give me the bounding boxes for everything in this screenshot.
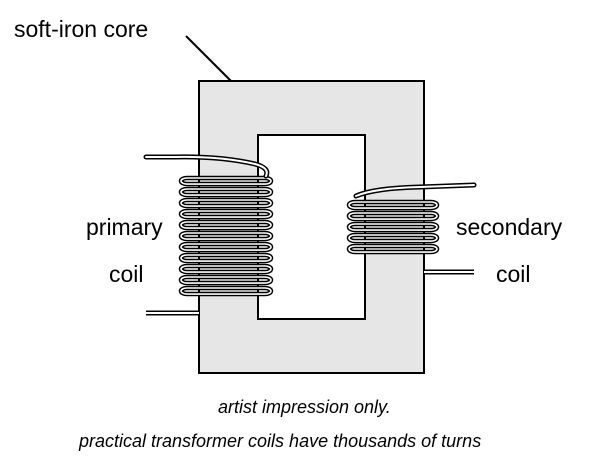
primary-coil-turn-highlight (180, 287, 272, 295)
secondary-coil-turn-highlight (348, 234, 438, 242)
secondary-coil-turn-highlight (348, 201, 438, 209)
primary-coil-turn-highlight (180, 265, 272, 273)
primary-coil (178, 175, 274, 297)
primary-coil-turn-highlight (180, 221, 272, 229)
primary-coil-turn-highlight (180, 177, 272, 185)
secondary-coil-turn-highlight (348, 223, 438, 231)
primary-coil-turn-highlight (180, 276, 272, 284)
note-artist-impression: artist impression only. (218, 397, 391, 417)
primary-coil-turn-highlight (180, 243, 272, 251)
secondary-leads (353, 182, 477, 275)
note-practical-coils: practical transformer coils have thousan… (79, 431, 482, 451)
primary-coil-turn-highlight (180, 188, 272, 196)
primary-coil-turn-highlight (180, 210, 272, 218)
secondary-coil-turn-highlight (348, 212, 438, 220)
primary-leads (143, 154, 270, 316)
secondary-label: secondary (456, 214, 563, 240)
primary-coil-turn-highlight (180, 199, 272, 207)
secondary-coil (346, 199, 440, 255)
primary-label: primary (86, 214, 163, 240)
secondary-coil-turn-highlight (348, 245, 438, 253)
secondary-coil-label: coil (496, 261, 531, 287)
primary-coil-label: coil (109, 261, 144, 287)
core-label: soft-iron core (14, 16, 149, 42)
primary-coil-turn-highlight (180, 232, 272, 240)
soft-iron-core (198, 80, 425, 374)
primary-coil-turn-highlight (180, 254, 272, 262)
